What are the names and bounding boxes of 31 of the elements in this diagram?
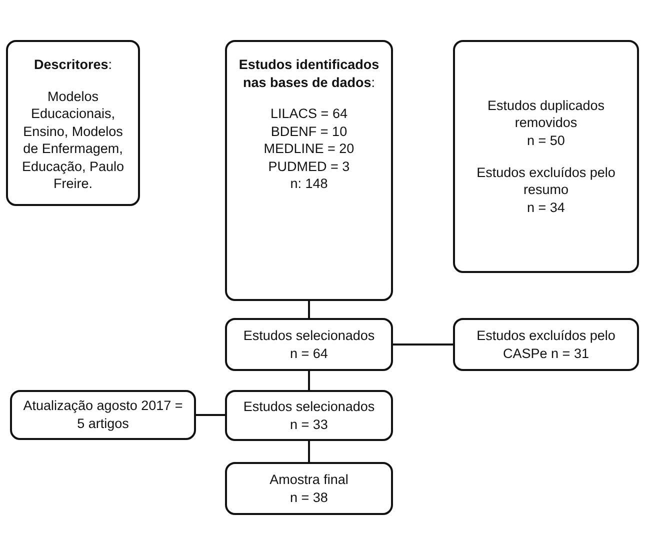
box-text: Estudos identificados nas bases de dados: <box>238 56 380 92</box>
connector-line <box>393 344 453 346</box>
box-text: Amostra final <box>270 470 348 488</box>
box-text: Estudos selecionados <box>243 326 375 344</box>
connector-line <box>308 301 310 318</box>
box-text: Modelos Educacionais, Ensino, Modelos de Enfermagem, Educação, Paulo Freire. <box>20 88 126 193</box>
box-text: n = 64 <box>290 344 328 362</box>
box-text: PUDMED = 3 <box>268 158 350 176</box>
process-box <box>225 462 393 515</box>
box-text: Estudos excluídos pelo CASPe n = 31 <box>476 326 616 362</box>
box-text: n: 148 <box>290 175 328 193</box>
box-text: MEDLINE = 20 <box>264 140 354 158</box>
box-text: Estudos selecionados <box>243 398 375 416</box>
connector-line <box>196 414 225 416</box>
process-box <box>453 40 639 273</box>
box-text: Descritores: <box>34 56 112 74</box>
connector-line <box>308 371 310 390</box>
box-text: Atualização agosto 2017 = 5 artigos <box>22 397 184 433</box>
process-box <box>453 318 639 371</box>
process-box <box>225 40 393 301</box>
process-box <box>225 318 393 371</box>
box-text: n = 38 <box>290 488 328 506</box>
process-box <box>6 40 140 206</box>
box-text: n = 50 <box>527 132 565 150</box>
box-text: n = 34 <box>527 198 565 216</box>
process-box <box>10 390 196 440</box>
box-text: LILACS = 64 <box>270 105 348 123</box>
process-box <box>225 390 393 441</box>
box-text: n = 33 <box>290 416 328 434</box>
connector-line <box>308 441 310 462</box>
box-text: BDENF = 10 <box>270 122 348 140</box>
